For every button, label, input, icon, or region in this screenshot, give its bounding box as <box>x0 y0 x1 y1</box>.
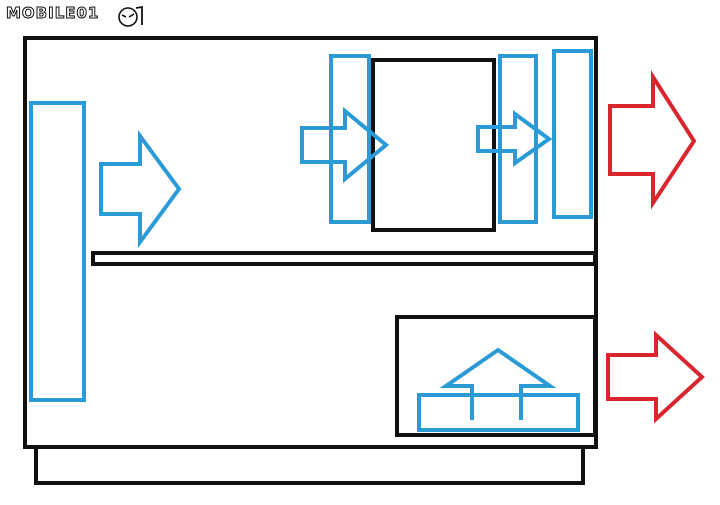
psu-exhaust-arrow <box>606 330 705 424</box>
rear-exhaust-fan <box>552 49 593 219</box>
mobile01-logo-icon <box>118 5 143 27</box>
case-base <box>34 445 585 485</box>
cooler-out-arrow <box>476 110 553 167</box>
watermark: MOBILE01 <box>5 4 100 23</box>
intake-arrow <box>99 129 182 249</box>
watermark-logo: MOBILE01 <box>5 4 100 23</box>
psu-up-arrow <box>439 347 557 420</box>
top-exhaust-arrow <box>608 70 697 210</box>
case-outline <box>23 36 598 449</box>
front-intake-fan <box>29 101 86 402</box>
cooler-fan-rear <box>498 54 538 224</box>
cooler-in-arrow <box>300 106 390 184</box>
shelf-divider <box>91 251 597 266</box>
cpu-cooler-block <box>371 58 496 232</box>
psu-compartment <box>395 315 597 437</box>
psu-fan <box>417 393 580 432</box>
cooler-fan-front <box>329 54 371 224</box>
